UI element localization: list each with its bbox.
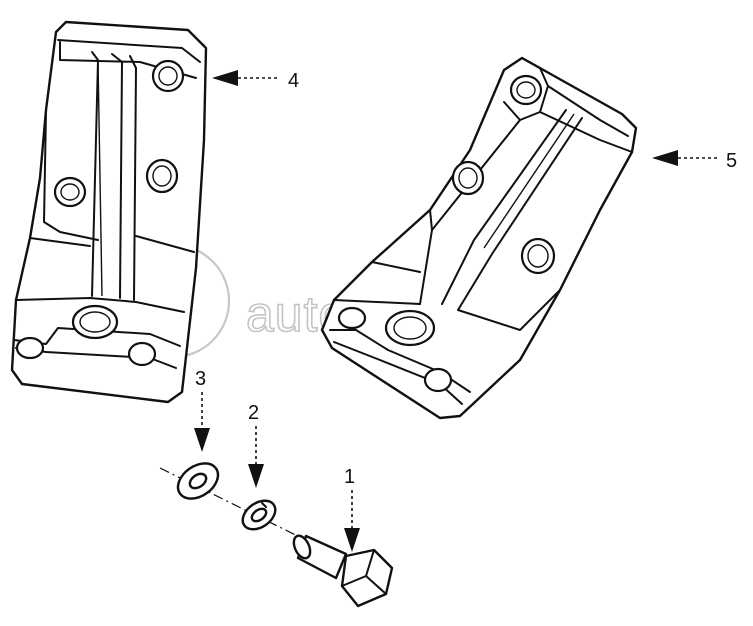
lock-washer-part-2 <box>241 499 277 531</box>
callout-1-label: 1 <box>344 466 355 488</box>
callout-4-label: 4 <box>288 70 299 92</box>
bracket-part-4 <box>10 20 208 404</box>
callout-2-label: 2 <box>248 402 259 424</box>
callout-3-label: 3 <box>195 368 206 390</box>
washer-part-3 <box>176 462 220 500</box>
callout-5: 5 <box>652 150 737 172</box>
callout-3: 3 <box>194 368 210 452</box>
callout-2: 2 <box>248 402 264 488</box>
callout-5-label: 5 <box>726 150 737 172</box>
bolt-part-1 <box>292 534 394 608</box>
fastener-axis <box>159 467 331 553</box>
callout-4: 4 <box>212 70 299 92</box>
bracket-part-5 <box>320 56 638 420</box>
callout-1: 1 <box>344 466 360 552</box>
